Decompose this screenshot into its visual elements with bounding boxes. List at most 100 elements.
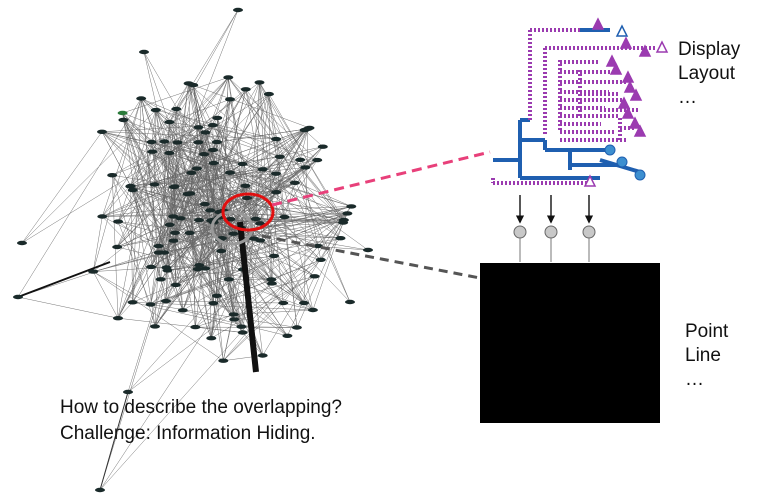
network-edge [169,83,189,123]
display-to-point-connectors [513,195,596,262]
network-node [153,250,164,255]
network-edge [155,110,196,328]
network-node [184,230,195,236]
network-node [155,277,166,282]
network-edge [158,122,170,253]
network-edge [99,391,129,491]
network-edge [190,193,196,328]
network-node [263,91,274,97]
network-edge [242,163,285,218]
network-edge [93,264,200,272]
triangle-outline-icon [655,40,669,53]
network-edge [93,271,224,361]
network-edge [262,213,348,356]
network-edge [198,127,273,284]
network-edge [143,51,205,155]
network-node [307,307,318,313]
network-node [192,266,203,272]
point-labels: Point Line … [685,320,728,392]
network-edge [117,110,157,222]
network-node [212,115,223,121]
network-edge [203,154,314,311]
network-node [300,165,311,170]
network-node [199,152,210,157]
network-edge [169,93,270,154]
network-edge [116,141,165,248]
network-edge [205,132,219,218]
network-edge [21,131,103,244]
network-node [223,75,234,80]
render-output-box [480,263,660,423]
network-edge [143,51,175,187]
network-node [183,81,194,86]
network-edge [173,240,184,311]
triangle-filled-icon [619,36,633,49]
network-node [162,268,173,273]
network-node [271,190,282,195]
network-edge [174,159,301,187]
network-edge [198,99,231,266]
network-node [172,140,183,145]
network-node [274,154,285,159]
network-edge [199,265,218,296]
network-edge [195,326,243,333]
network-node [228,312,239,317]
network-edge [182,163,243,311]
network-node [266,277,277,282]
network-edge [122,112,199,143]
network-node [186,170,197,175]
network-edge [21,109,156,244]
network-edge [122,112,156,327]
network-edge [92,98,142,272]
network-node [177,308,188,313]
triangle-filled-icon [605,54,619,67]
network-edge [182,310,288,337]
network-node [229,317,240,322]
network-node [147,149,158,154]
network-node [266,281,277,286]
network-node [225,170,235,175]
network-edge [99,213,348,491]
secondary-highlight-circle [210,210,254,246]
network-node [123,389,133,395]
network-edge [102,98,142,217]
network-edge [188,83,196,328]
network-edge [268,94,298,328]
network-node [153,243,164,249]
network-edge [245,89,275,256]
network-edge [296,213,348,328]
network-node [237,330,248,335]
network-node [194,217,204,223]
network-edge [102,169,263,217]
network-node [150,324,160,329]
network-edge [169,152,277,193]
triangle-outline-icon [583,174,597,187]
network-node [257,353,268,358]
connector-node [544,225,558,239]
network-edge [180,218,315,277]
network-node [342,211,353,216]
network-edge [188,83,212,221]
network-edge [240,129,305,228]
network-edge [117,9,239,319]
network-node [164,222,175,227]
network-edge [245,89,301,160]
network-edge [287,276,315,336]
network-node [190,324,201,330]
network-edge [205,132,280,158]
network-edge [223,206,352,361]
network-node [211,293,222,298]
network-node [271,136,282,142]
network-edge [213,162,352,207]
network-edge [203,154,255,239]
network-node [13,294,23,300]
network-edge [173,240,212,339]
network-edge [259,82,314,311]
network-node [88,269,99,274]
circle-node-icon [634,169,646,181]
network-edge [190,193,288,336]
triangle-filled-icon [638,44,652,57]
network-node [117,110,128,116]
network-edge [102,83,189,217]
network-edge [190,185,246,194]
